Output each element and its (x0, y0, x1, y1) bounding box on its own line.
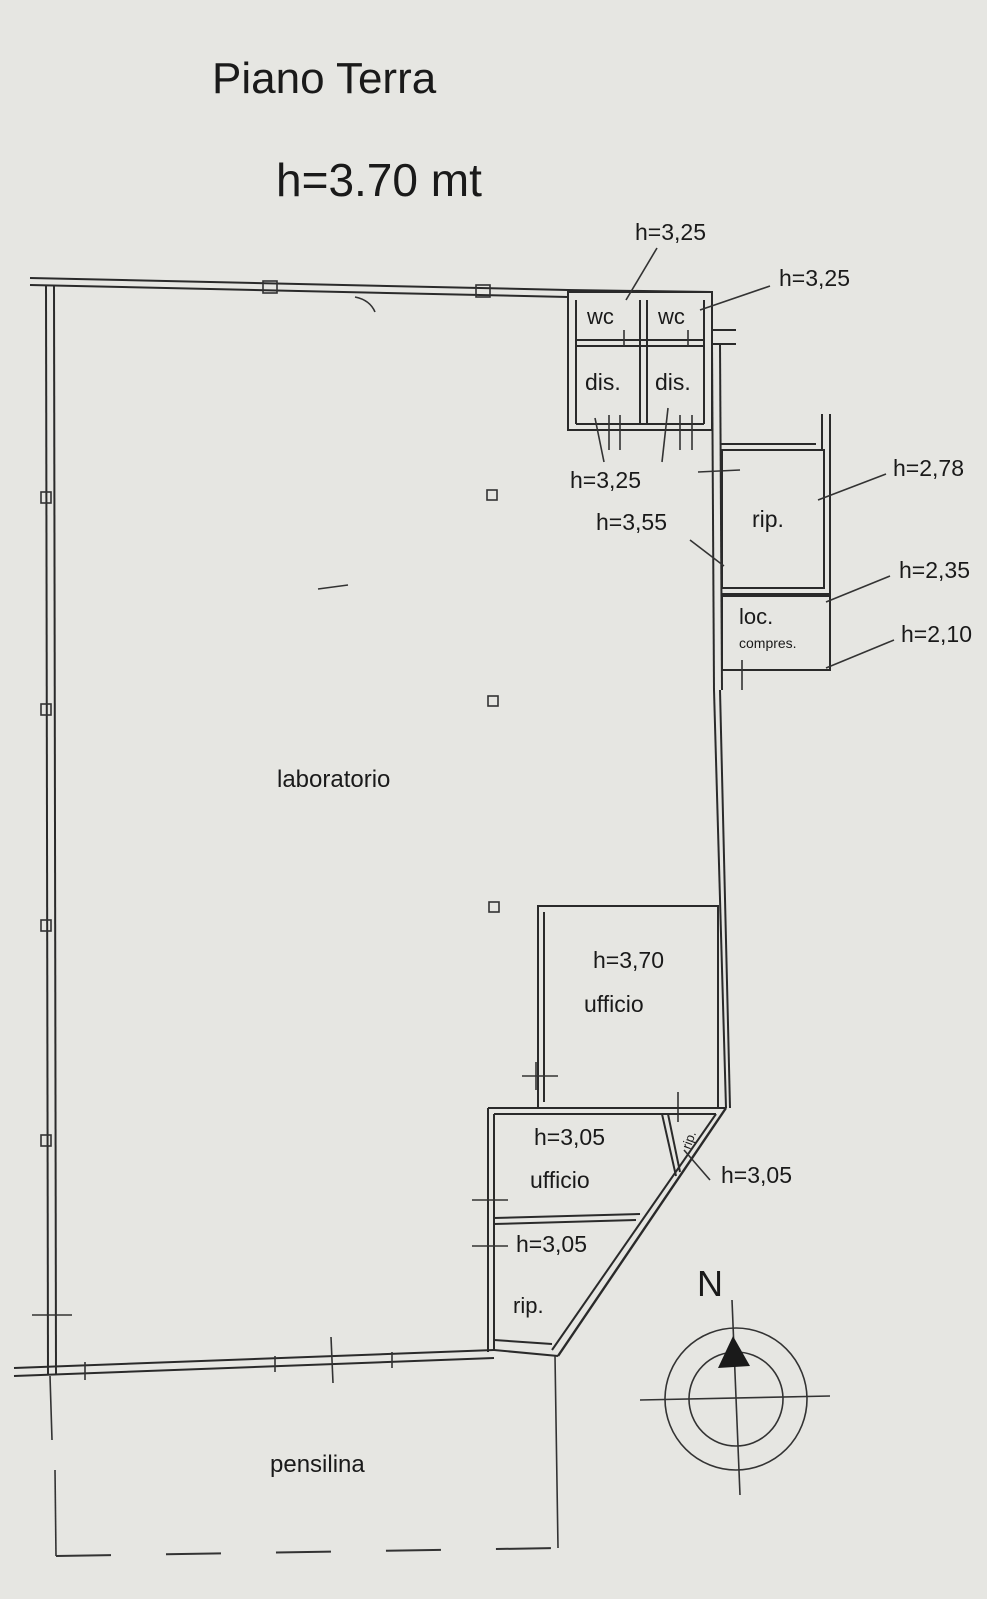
compres-label: compres. (739, 635, 797, 651)
rip-bottom-label: rip. (513, 1293, 544, 1318)
rip-room (721, 449, 830, 595)
ufficio-small-height: h=3,05 (534, 1124, 605, 1150)
wc-right-height: h=3,25 (779, 265, 850, 291)
rip-bottom-height: h=3,05 (516, 1231, 587, 1257)
loc-label: loc. (739, 604, 773, 629)
dis-right-label: dis. (655, 369, 691, 395)
rip-small-label: rip. (679, 1129, 699, 1151)
lower-rooms (472, 1107, 726, 1352)
ufficio-large-height: h=3,70 (593, 947, 664, 973)
plan-title: Piano Terra (212, 54, 437, 103)
loc-lower-height: h=2,10 (901, 621, 972, 647)
leader-lines (594, 247, 895, 1181)
north-label: N (697, 1263, 723, 1304)
north-compass-icon (639, 1299, 831, 1496)
corridor-height: h=3,55 (596, 509, 667, 535)
rip-label: rip. (752, 506, 784, 532)
loc-upper-height: h=2,35 (899, 557, 970, 583)
dis-left-label: dis. (585, 369, 621, 395)
rip-height: h=2,78 (893, 455, 964, 481)
pensilina-area (49, 1355, 561, 1557)
rip-small-height: h=3,05 (721, 1162, 792, 1188)
pillars (486, 489, 500, 913)
dis-height: h=3,25 (570, 467, 641, 493)
pensilina-label: pensilina (270, 1451, 365, 1478)
wc-left-label: wc (586, 304, 614, 329)
ufficio-small-label: ufficio (530, 1167, 590, 1193)
laboratorio-label: laboratorio (277, 766, 390, 793)
main-height-label: h=3.70 mt (276, 154, 482, 206)
wc-left-height: h=3,25 (635, 219, 706, 245)
ufficio-large-label: ufficio (584, 991, 644, 1017)
outer-walls (13, 277, 731, 1384)
loc-compres-room (721, 595, 831, 690)
wc-right-label: wc (657, 304, 685, 329)
